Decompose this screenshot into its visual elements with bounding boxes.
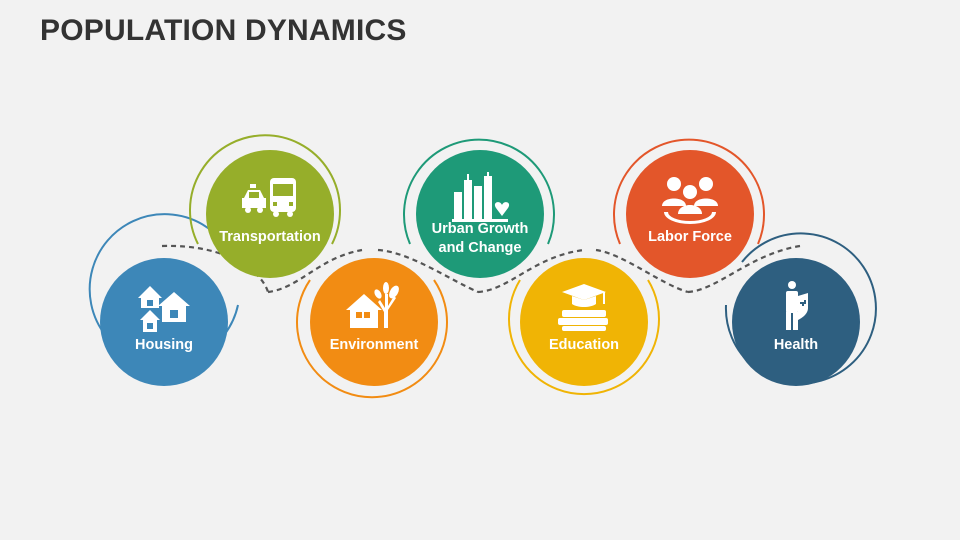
ring-labor [613, 138, 765, 245]
node-transportation: Transportation [206, 150, 334, 278]
house-tree-icon [346, 282, 399, 328]
graduation-books-icon [558, 284, 608, 331]
label-transportation: Transportation [219, 229, 321, 245]
node-housing: Housing [100, 258, 228, 386]
node-environment: Environment [310, 258, 438, 386]
ring-education [508, 279, 660, 396]
label-education: Education [548, 337, 620, 353]
page-title: POPULATION DYNAMICS [40, 14, 407, 47]
taxi-bus-icon [242, 178, 296, 217]
label-health: Health [773, 337, 819, 353]
houses-icon [138, 286, 190, 332]
circle-transportation [206, 150, 334, 278]
label-housing: Housing [135, 337, 193, 353]
city-buildings-icon [452, 172, 510, 222]
label-labor: Labor Force [648, 229, 732, 245]
label-urban-line1: Urban Growth [431, 221, 529, 237]
node-health: Health [732, 258, 860, 386]
ring-urban [403, 138, 555, 245]
label-environment: Environment [329, 337, 419, 353]
person-shield-icon [786, 281, 808, 330]
node-urban: Urban Growth and Change [416, 150, 544, 278]
node-labor: Labor Force [626, 150, 754, 278]
ring-environment [296, 279, 448, 399]
connector-dashes [161, 244, 801, 294]
workers-group-icon [662, 177, 718, 224]
label-urban-line2: and Change [438, 240, 522, 256]
ring-transportation [189, 134, 341, 245]
node-education: Education [520, 258, 648, 386]
